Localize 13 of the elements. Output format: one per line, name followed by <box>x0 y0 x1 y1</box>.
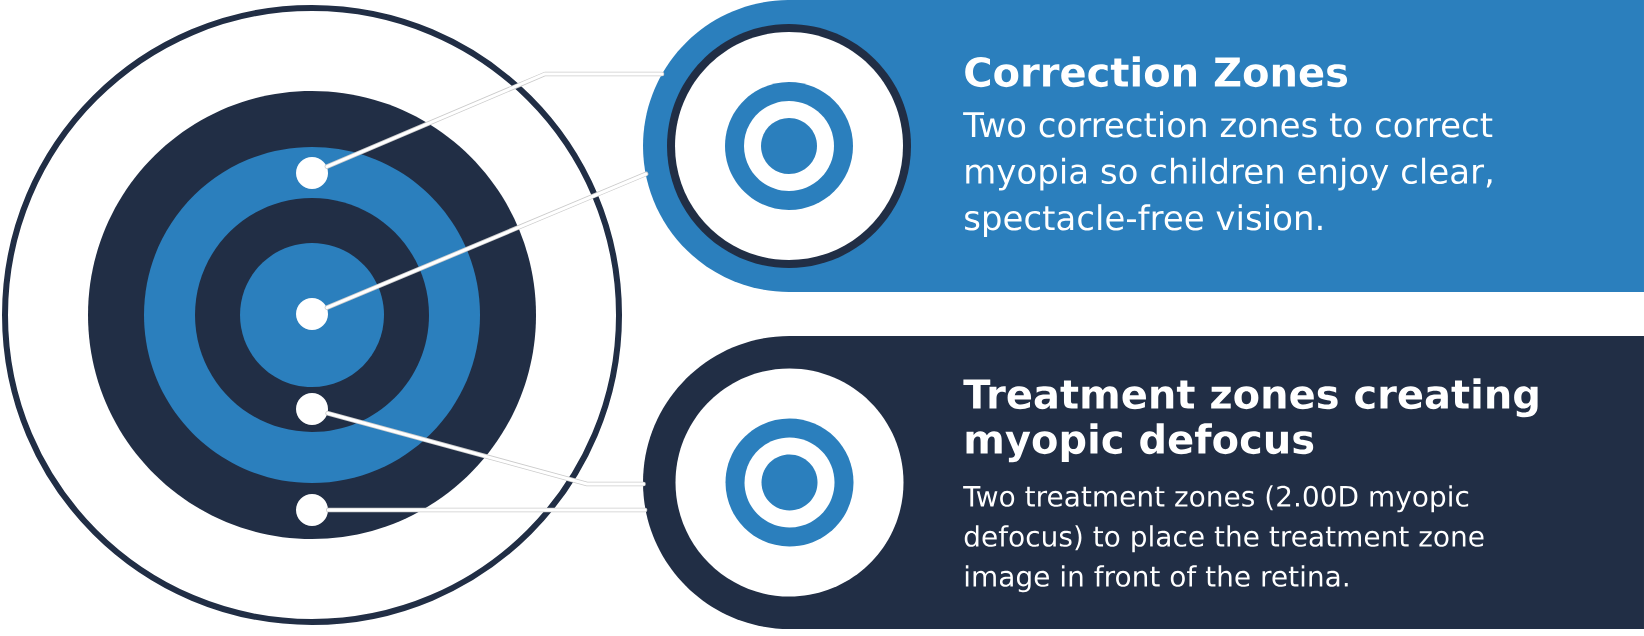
concentric-circles <box>2 5 622 625</box>
leader-line <box>324 71 665 169</box>
marker-dot <box>296 393 328 425</box>
leader-line <box>324 171 649 311</box>
marker-dot <box>296 157 328 189</box>
marker-dot <box>296 298 328 330</box>
description: Two correction zones to correct myopia so children enjoy clear, spectacle-free vision. <box>963 111 1493 238</box>
description: Two treatment zones (2.00D myopic defocus) to place the treatment zone image in front of the retina. <box>963 485 1484 593</box>
marker-dot <box>296 494 328 526</box>
leader-line <box>325 507 648 513</box>
heading: Treatment zones creating myopic defocus <box>963 378 1538 463</box>
leader-line <box>325 410 646 487</box>
heading: Correction Zones <box>965 56 1348 88</box>
